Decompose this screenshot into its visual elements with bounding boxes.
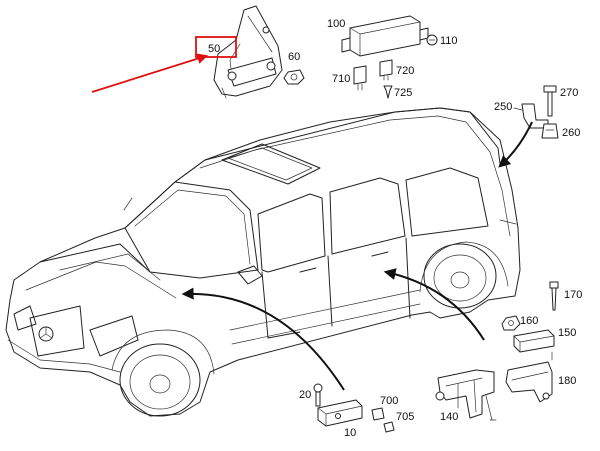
part-20-bolt: [313, 383, 323, 407]
part-705-label: 705: [396, 411, 414, 423]
part-10-mount: [317, 399, 363, 427]
flow-arrow-front: [181, 287, 345, 391]
part-110-screw: [426, 34, 438, 46]
part-10-label: 10: [344, 427, 356, 439]
part-725-label: 725: [394, 87, 412, 99]
part-710-connector: [353, 65, 367, 91]
part-50-bracket: [213, 5, 283, 99]
part-250-label: 250: [494, 101, 512, 113]
part-260-grommet: [541, 123, 559, 139]
part-700-label: 700: [380, 395, 398, 407]
part-170-screw: [549, 281, 559, 311]
part-160-nut: [501, 315, 521, 331]
part-100-label: 100: [327, 18, 345, 30]
part-720-connector: [379, 59, 393, 81]
part-270-label: 270: [560, 87, 578, 99]
part-100-control-unit: [341, 15, 429, 57]
highlight-pointer-arrow: [91, 53, 209, 93]
part-50-label: 50: [208, 43, 220, 55]
part-260-label: 260: [562, 127, 580, 139]
part-140-bracket: [435, 369, 497, 421]
part-180-bracket: [505, 351, 553, 403]
part-140-label: 140: [440, 411, 458, 423]
vehicle-illustration: [5, 107, 521, 417]
flow-arrow-rear-door: [383, 268, 485, 341]
part-700-clip: [371, 407, 385, 421]
part-150-bracket: [513, 329, 555, 353]
part-160-label: 160: [520, 315, 538, 327]
part-20-label: 20: [299, 389, 311, 401]
part-725-pin: [383, 85, 393, 99]
part-60-nut: [283, 69, 305, 85]
part-170-label: 170: [564, 289, 582, 301]
part-110-label: 110: [440, 35, 458, 47]
part-270-bolt: [543, 85, 557, 117]
part-50-highlight-box: [195, 36, 237, 58]
part-150-label: 150: [558, 327, 576, 339]
part-720-label: 720: [396, 65, 414, 77]
part-710-label: 710: [332, 73, 350, 85]
part-705-clip: [383, 421, 395, 433]
part-60-label: 60: [288, 51, 300, 63]
part-180-label: 180: [558, 375, 576, 387]
flow-arrow-roof: [498, 121, 533, 168]
